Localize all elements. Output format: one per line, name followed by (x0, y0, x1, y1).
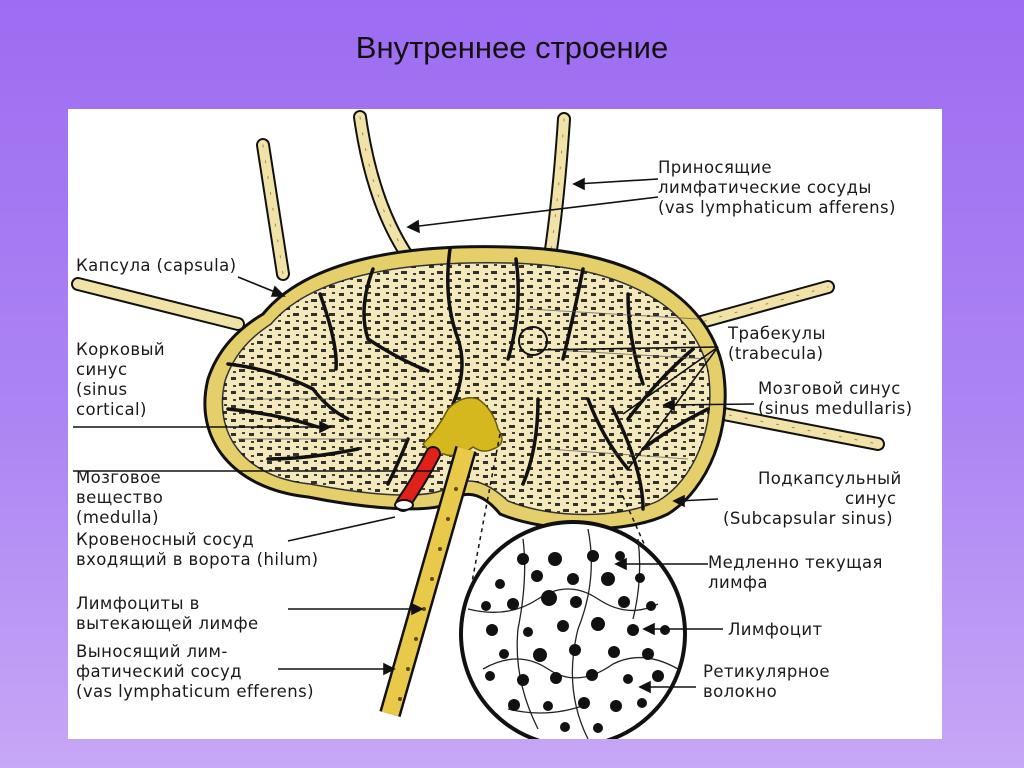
label-sinus-medullaris-1: Мозговой синус (758, 379, 901, 398)
label-medulla-3: (medulla) (76, 508, 159, 527)
label-hilum-1: Кровеносный сосуд (76, 530, 254, 549)
label-reticular-2: волокно (703, 682, 777, 701)
magnified-view (459, 520, 687, 739)
slide-title: Внутреннее строение (355, 30, 669, 65)
label-cortical-3: (sinus (76, 380, 128, 399)
lymph-node-diagram: Приносящие лимфатические сосуды (vas lym… (71, 110, 912, 739)
label-efferens-2: фатический сосуд (76, 662, 242, 681)
label-hilum-2: входящий в ворота (hilum) (76, 550, 319, 569)
label-sinus-medullaris-2: (sinus medullaris) (758, 399, 912, 418)
highlight-circle (518, 326, 548, 356)
label-subcapsular-2: синус (845, 489, 896, 508)
lymph-node (203, 245, 727, 531)
label-medulla-1: Мозговое (76, 468, 161, 487)
leader-lines (73, 177, 755, 694)
label-subcapsular-3: (Subcapsular sinus) (723, 509, 893, 528)
label-trabecula-2: (trabecula) (728, 344, 824, 363)
label-trabecula-1: Трабекулы (727, 324, 826, 343)
efferent-vessel (379, 445, 477, 718)
label-cortical-2: синус (76, 360, 127, 379)
blood-vessel (394, 446, 441, 512)
label-efferens-1: Выносящий лим- (76, 642, 228, 661)
label-slow-lymph-1: Медленно текущая (708, 553, 883, 572)
label-medulla-2: вещество (76, 488, 163, 507)
trabeculae (226, 247, 710, 511)
diagram-panel: Приносящие лимфатические сосуды (vas lym… (68, 109, 942, 739)
label-slow-lymph-2: лимфа (708, 573, 768, 592)
label-afferens-3: (vas lymphaticum afferens) (658, 198, 896, 217)
label-afferens-1: Приносящие (658, 158, 772, 177)
label-reticular-1: Ретикулярное (703, 662, 830, 681)
label-capsula: Капсула (capsula) (76, 256, 236, 275)
label-efferens-3: (vas lymphaticum efferens) (76, 682, 314, 701)
label-lymphocytes-out-2: вытекающей лимфе (76, 614, 259, 633)
label-cortical-4: cortical) (76, 400, 147, 419)
label-lymphocytes-out-1: Лимфоциты в (76, 594, 200, 613)
label-lymphocyte: Лимфоцит (728, 620, 823, 639)
hilum (422, 397, 503, 457)
labels: Приносящие лимфатические сосуды (vas lym… (76, 158, 912, 701)
label-subcapsular-1: Подкапсульный (758, 469, 902, 488)
label-afferens-2: лимфатические сосуды (658, 178, 872, 197)
label-cortical-1: Корковый (76, 340, 165, 359)
